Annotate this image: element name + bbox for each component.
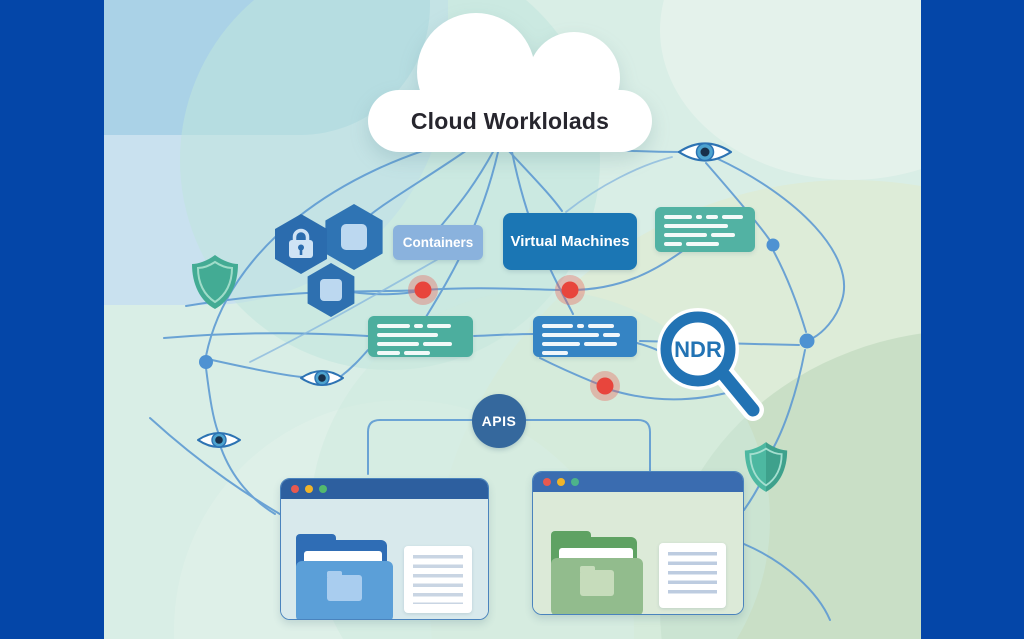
telemetry-card-mid-right [533,316,637,357]
cloud-workloads-label: Cloud Worklolads [410,107,610,134]
browser-right-body [533,492,743,614]
containers-label: Containers [393,225,483,260]
browser-right-titlebar [533,472,743,492]
apis-node: APIS [472,394,526,448]
telemetry-card-top-right [655,207,755,252]
traffic-dot-teal [571,478,579,486]
virtual-machines-label: Virtual Machines [503,213,637,270]
traffic-dot-yellow [557,478,565,486]
right-frame-bar [921,0,1024,639]
containers-label-text: Containers [402,235,474,250]
traffic-dot-yellow [305,485,313,493]
traffic-dot-red [291,485,299,493]
left-frame-bar [0,0,104,639]
browser-left-body [281,499,488,619]
document-lines-card-right [659,543,726,608]
browser-window-left [280,478,489,620]
telemetry-card-mid-left [368,316,473,357]
traffic-dot-red [543,478,551,486]
traffic-dot-green [319,485,327,493]
folder-icon-green [551,531,643,614]
browser-left-titlebar [281,479,488,499]
bg-mint-topright [660,0,921,180]
folder-icon-blue [296,534,393,619]
virtual-machines-label-text: Virtual Machines [510,233,630,250]
browser-window-right [532,471,744,615]
apis-label-text: APIS [481,413,517,429]
document-lines-card-left [404,546,472,613]
